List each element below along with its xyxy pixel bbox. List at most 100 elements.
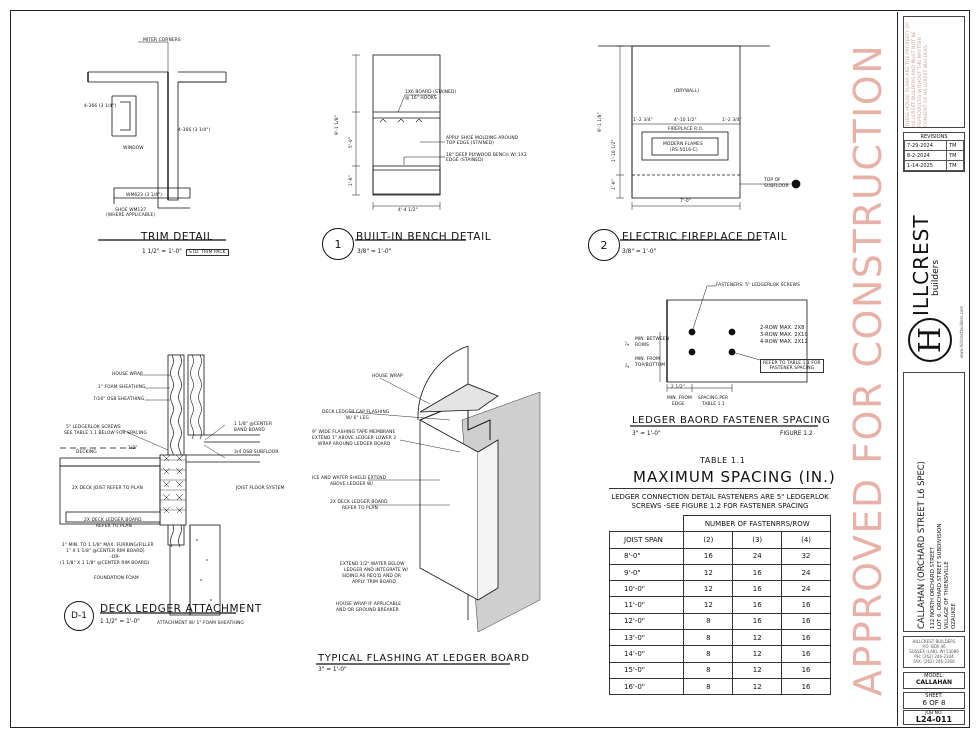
deck-band-1: 1 1/8" @CENTER xyxy=(234,422,273,427)
fire-width: 4'-10 1/2" xyxy=(674,118,697,123)
ls-spacing-1: SPACING PER xyxy=(698,396,729,401)
fire-scale: 3/8" = 1'-0" xyxy=(622,249,657,255)
ls-minb-1: MIN. BETWEEN xyxy=(635,337,670,342)
table-note-1: LEDGER CONNECTION DETAIL FASTENERS ARE 5… xyxy=(611,493,829,501)
table-cell: 16 xyxy=(732,580,783,598)
copyright-text: THESE HOUSE PLANS ARE THE PROPERTY OF HI… xyxy=(906,22,929,127)
bench-dim-width: 4'-4 1/2" xyxy=(398,208,418,213)
table-cell: 14'-0" xyxy=(608,645,685,663)
table-cell: 11'-0" xyxy=(608,596,685,614)
flash-tape-1: 9" WIDE FLASHING TAPE MEMBRANE xyxy=(312,430,396,435)
fire-tos-2: SUBFLOOR xyxy=(764,184,789,189)
job-box: JOB NO. L24-011 xyxy=(903,710,965,725)
ls-ref-1: REFER TO TABLE 1.1 FOR xyxy=(763,361,821,366)
bench-note-3a: 18" DEEP PLYWOOD BENCH W/ 1x2 xyxy=(446,153,527,158)
table-cell: 12 xyxy=(732,645,783,663)
table-title: MAXIMUM SPACING (IN.) xyxy=(633,468,836,486)
deck-joist: 2x DECK JOIST REFER TO PLAN xyxy=(72,486,143,491)
flash-title: TYPICAL FLASHING AT LEDGER BOARD xyxy=(318,653,530,664)
revision-initials: TM xyxy=(946,160,964,171)
deck-house-wrap: HOUSE WRAP xyxy=(112,372,143,377)
ls-dim-2: 2" xyxy=(626,340,631,346)
bench-note-2b: TOP EDGE (STAINED) xyxy=(446,141,494,146)
table-cell: 8 xyxy=(683,677,734,696)
ls-minf-1: MIN. FROM xyxy=(635,357,660,362)
logo-box: H ILLCREST builders www.hillcrestbuilder… xyxy=(903,214,965,370)
table-cell: 16 xyxy=(781,645,831,663)
sheet-label: SHEET: xyxy=(925,693,943,699)
bench-dim-height: 9'-1 1/8" xyxy=(335,115,340,135)
deck-furring-1: 1" MIN. TO 1 1/8" MAX. FURRING/FILLER xyxy=(62,543,154,548)
table-group-row: NUMBER OF FASTENRRS/ROW xyxy=(609,514,831,533)
flashing-drawing xyxy=(316,345,541,665)
ls-title: LEDGER BAORD FASTENER SPACING xyxy=(632,415,831,426)
table-cell: 16 xyxy=(683,547,734,565)
flash-extend-4: APPLY TRIM BOARD xyxy=(352,580,396,585)
table-cell: 12 xyxy=(683,563,734,582)
deck-foam: 1" FOAM SHEATHING xyxy=(98,385,146,390)
deck-furring-4: (1 1/8" x 1 1/8" @CENTER RIM BOARD) xyxy=(60,561,150,566)
table-label: TABLE 1.1 xyxy=(700,456,746,465)
revision-date: 7-29-2024 xyxy=(903,140,948,151)
logo-brand: ILLCREST xyxy=(909,214,933,316)
table-cell: 24 xyxy=(781,563,831,582)
table-col-header: (2) xyxy=(683,531,734,549)
fire-dim-bottom: 7'-0" xyxy=(680,199,691,204)
table-group-header: NUMBER OF FASTENRRS/ROW xyxy=(683,514,831,533)
flash-house-wrap: HOUSE WRAP xyxy=(372,374,403,379)
fire-detail-number: 2 xyxy=(588,229,620,261)
ls-ref-box: REFER TO TABLE 1.1 FOR FASTENER SPACING xyxy=(760,359,824,374)
deck-subtitle: ATTACHMENT W/ 1" FOAM SHEATHING xyxy=(157,621,244,626)
copyright-box: THESE HOUSE PLANS ARE THE PROPERTY OF HI… xyxy=(903,16,965,128)
flash-wrap-1: HOUSE WRAP IF APPLICABLE xyxy=(336,602,402,607)
table-cell: 12 xyxy=(732,661,783,679)
table-cell: 8 xyxy=(683,629,734,647)
table-cell: 24 xyxy=(781,580,831,598)
deck-ledger-drawing xyxy=(59,354,260,616)
flash-scale: 3" = 1'-0" xyxy=(318,667,347,673)
ls-row-1: 2-ROW MAX. 2x8 xyxy=(760,325,805,331)
table-cell: 13'-0" xyxy=(608,629,685,647)
deck-ledger-1: 2x DECK LEDGER BOARD xyxy=(84,518,142,523)
fire-dim-box: 1'-10 1/2" xyxy=(612,139,617,162)
company-address: HILLCREST BUILDERS P.O. BOX 46 SUSSEX (L… xyxy=(909,639,959,664)
trim-detail-drawing xyxy=(87,41,227,241)
fire-model-2: (RS-5016-C) xyxy=(670,148,698,153)
table-cell: 16 xyxy=(732,563,783,582)
deck-ledger-2: REFER TO PLAN xyxy=(96,524,132,529)
trim-left-dim: 4-366 (3 1/4") xyxy=(84,104,117,109)
project-address-3: VILLAGE OF THIENSVILLE xyxy=(944,561,950,629)
revisions-label: REVISIONS xyxy=(920,134,948,140)
bench-note-2a: APPLY SHOE MOLDING AROUND xyxy=(446,136,519,141)
project-box: CALLAHAN (ORCHARD STREET L6 SPEC) 112 NO… xyxy=(903,372,965,632)
revision-initials: TM xyxy=(946,150,964,161)
company-address-box: HILLCREST BUILDERS P.O. BOX 46 SUSSEX (L… xyxy=(903,636,965,668)
bench-detail-number: 1 xyxy=(322,228,354,260)
flash-wrap-2: AND OR GROUND BREAKER xyxy=(336,608,399,613)
flash-tape-3: WRAP AROUND LEDGER BOARD xyxy=(318,442,391,447)
approval-stamp: APPROVED FOR CONSTRUCTION xyxy=(844,44,892,696)
table-header-row: JOIST SPAN (2) (3) (4) xyxy=(608,531,831,549)
table-cell: 16 xyxy=(732,612,783,631)
table-cell: 10'-0" xyxy=(608,580,685,598)
ls-minb-2: ROWS xyxy=(635,343,650,348)
ls-dim-1: 2 1/2" xyxy=(671,385,685,390)
deck-title: DECK LEDGER ATTACHMENT xyxy=(100,603,262,615)
project-address-2: LOT 6, ORCHARD STREET SUBDIVISION xyxy=(937,523,943,629)
approval-stamp-text: APPROVED FOR CONSTRUCTION xyxy=(846,43,890,697)
deck-decking: DECKING xyxy=(76,450,97,455)
flash-cap-2: W/ 6" LEG xyxy=(346,416,369,421)
table-col-header: JOIST SPAN xyxy=(608,531,685,549)
model-label: MODEL: xyxy=(924,673,944,679)
trim-bottom-dim: WM623 (3 1/4") xyxy=(126,193,163,198)
deck-osb: 7/16" OSB SHEATHING xyxy=(93,397,145,402)
revision-initials: TM xyxy=(946,140,964,151)
ls-row-3: 4-ROW MAX. 2x12 xyxy=(760,339,808,345)
bench-note-1a: 1x6 BOARD (STAINED) xyxy=(405,90,457,95)
